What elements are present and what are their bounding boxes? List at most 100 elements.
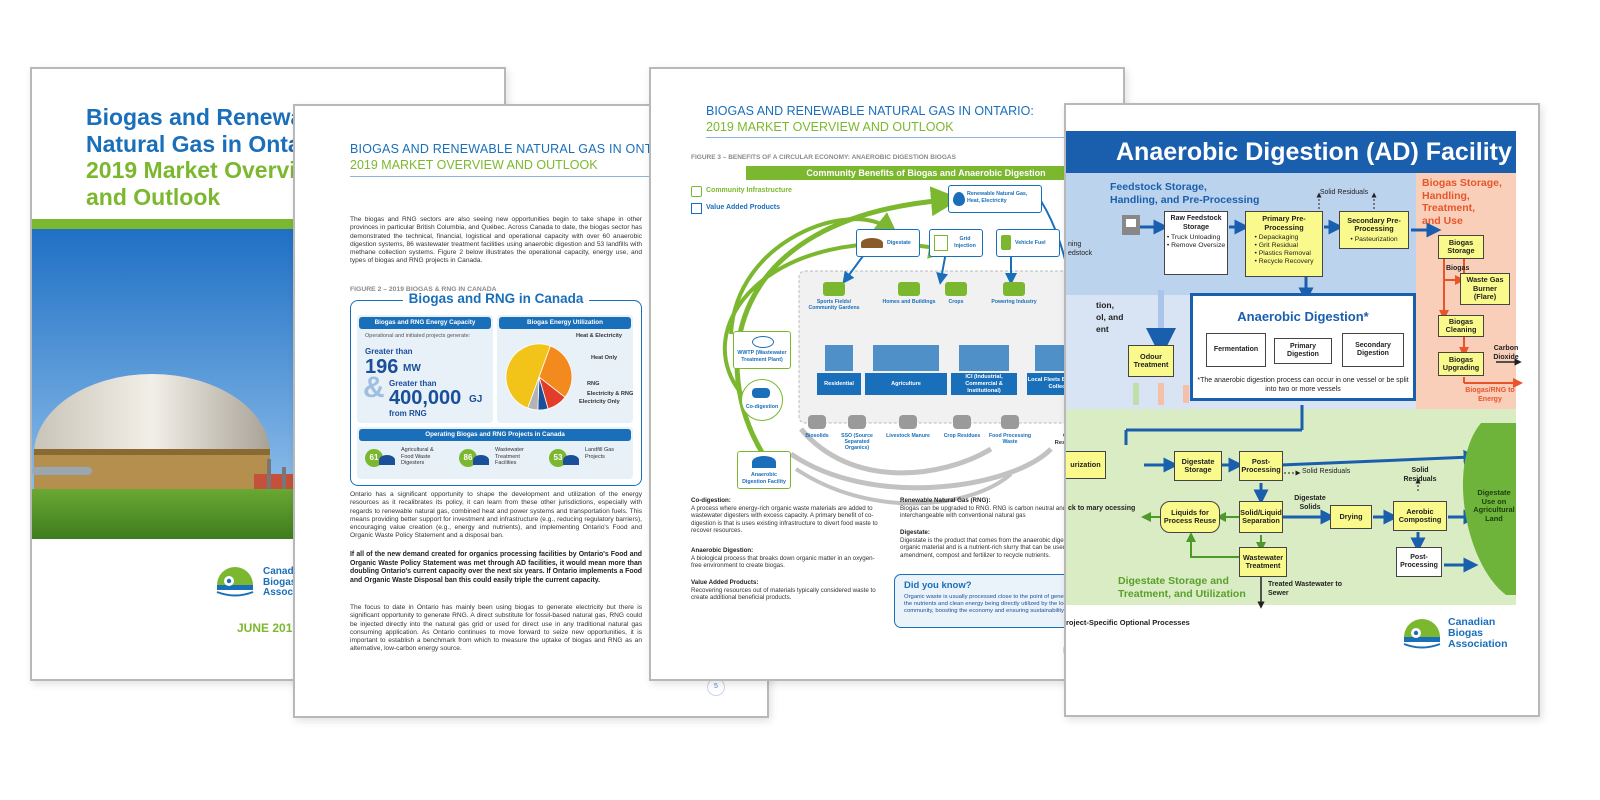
- def-codigestion: Co-digestion: A process where energy-ric…: [691, 497, 881, 535]
- def-rng: Renewable Natural Gas (RNG): Biogas can …: [900, 497, 1105, 520]
- sector-building-icon: [959, 345, 1009, 371]
- community-use-icon: [898, 282, 920, 296]
- def-digestate-text: Digestate is the product that comes from…: [900, 536, 1091, 559]
- resource-icon: [953, 415, 971, 429]
- process-step-item: • Pasteurization: [1350, 235, 1398, 243]
- did-you-know-title: Did you know?: [904, 580, 972, 591]
- def-vap-text: Recovering resources out of materials ty…: [691, 586, 876, 602]
- liquids-reuse-box: Liquids for Process Reuse: [1160, 501, 1220, 533]
- post-processing-box-2: Post-Processing: [1396, 547, 1442, 577]
- process-step-item: • Depackaging: [1254, 234, 1299, 241]
- primary-preprocessing-box: Primary Pre-Processing • Depackaging• Gr…: [1245, 211, 1323, 277]
- community-use-icon: [823, 282, 845, 296]
- def-ad-title: Anaerobic Digestion:: [691, 547, 754, 554]
- cover-date: JUNE 2019: [237, 621, 300, 635]
- project-label: Landfill Gas Projects: [585, 447, 615, 460]
- utilization-pie: [505, 343, 573, 411]
- resource-icon: [1001, 415, 1019, 429]
- project-count-badge: 61: [365, 449, 383, 467]
- logo-text-canadian: Canadian: [263, 566, 309, 577]
- from-rng: from RNG: [389, 409, 427, 418]
- ad-page-title: Anaerobic Digestion (AD) Facility: [1066, 131, 1516, 173]
- figure-2-title: Biogas and RNG in Canada: [351, 291, 641, 306]
- page-header-line1: BIOGAS AND RENEWABLE NATURAL GAS IN ONTA…: [706, 104, 1034, 118]
- legend-infra-label: Community Infrastructure: [706, 187, 792, 194]
- ad-footnote: *The anaerobic digestion process can occ…: [1197, 377, 1409, 393]
- project-icon: [473, 455, 489, 465]
- logo-text-biogas: Biogas: [1448, 627, 1484, 639]
- rng-heat-electricity-card: Renewable Natural Gas, Heat, Electricity: [948, 185, 1042, 213]
- carbon-dioxide-label: Carbon Dioxide: [1493, 345, 1519, 361]
- zone-biogas-label: Biogas Storage, Handling, Treatment, and…: [1422, 177, 1502, 227]
- odour-treatment-box: Odour Treatment: [1128, 345, 1174, 377]
- zone-digestate-label: Digestate Storage and Treatment, and Uti…: [1118, 575, 1246, 600]
- ad-facility-diagram-page: Anaerobic Digestion (AD) Facility Feedst…: [1064, 103, 1540, 717]
- solid-liquid-separation-box: Solid/Liquid Separation: [1239, 501, 1283, 533]
- cba-logo: Canadian Biogas Association: [215, 563, 335, 603]
- digester-icon: [752, 388, 770, 398]
- logo-text-association: Association: [1448, 638, 1508, 650]
- left-cut-label-3: tion,: [1096, 300, 1114, 310]
- page-header-line2: 2019 MARKET OVERVIEW AND OUTLOOK: [706, 120, 954, 134]
- biogas-storage-box: Biogas Storage: [1438, 235, 1484, 259]
- treated-wastewater-label: Treated Wastewater to Sewer: [1268, 581, 1343, 597]
- page-header-line2: 2019 MARKET OVERVIEW AND OUTLOOK: [350, 158, 598, 172]
- pipeline-icon: [934, 235, 948, 251]
- process-step-item: • Recycle Recovery: [1254, 258, 1314, 265]
- digestate-storage-box: Digestate Storage: [1174, 451, 1222, 481]
- zone-feedstock-label: Feedstock Storage, Handling, and Pre-Pro…: [1110, 181, 1260, 206]
- header-divider: [706, 137, 1081, 138]
- mw-unit: MW: [403, 363, 421, 374]
- cover-subtitle-line2: and Outlook: [86, 184, 221, 210]
- secondary-digestion-box: Secondary Digestion: [1342, 333, 1404, 367]
- wwtp-card: WWTP (Wastewater Treatment Plant): [733, 331, 791, 369]
- figure-2-biogas-rng-canada: Biogas and RNG in Canada Biogas and RNG …: [350, 291, 642, 486]
- raw-feedstock-box: Raw Feedstock Storage • Truck Unloading•…: [1164, 211, 1228, 275]
- sector-label: ICI (Industrial, Commercial & Institutio…: [951, 373, 1017, 395]
- pie-slice: [505, 343, 551, 409]
- pasteurization-box-cut: urization: [1066, 451, 1106, 479]
- resource-label: Food Processing Waste: [988, 433, 1032, 445]
- def-ad: Anaerobic Digestion: A biological proces…: [691, 547, 881, 570]
- sector-label: Residential: [817, 373, 861, 395]
- solid-residuals-top: Solid Residuals: [1319, 189, 1369, 196]
- community-use-icon: [945, 282, 967, 296]
- def-ad-text: A biological process that breaks down or…: [691, 554, 875, 570]
- figure-3-banner: Community Benefits of Biogas and Anaerob…: [746, 166, 1106, 180]
- cba-logo: Canadian Biogas Association: [1402, 617, 1522, 653]
- grid-card-label: Grid Injection: [954, 236, 976, 249]
- biogas-rng-energy-label: Biogas/RNG to Energy: [1465, 387, 1515, 403]
- codigestion-card: Co-digestion: [741, 379, 783, 421]
- pie-slice: [538, 345, 573, 398]
- aerobic-composting-box: Aerobic Composting: [1393, 501, 1447, 531]
- project-label: Agricultural & Food Waste Digesters: [401, 447, 434, 467]
- def-digestate-title: Digestate:: [900, 529, 930, 536]
- figure-3-label: FIGURE 3 – BENEFITS OF A CIRCULAR ECONOM…: [691, 154, 956, 161]
- project-label: Wastewater Treatment Facilities: [495, 447, 524, 467]
- pie-label: Heat Only: [591, 355, 618, 361]
- pie-label: Electricity & RNG: [587, 391, 634, 397]
- project-count-badge: 53: [549, 449, 567, 467]
- left-cut-label-1: ning: [1068, 241, 1082, 248]
- process-step-item: • Plastics Removal: [1254, 250, 1311, 257]
- utilization-header: Biogas Energy Utilization: [499, 317, 631, 329]
- def-value-added: Value Added Products: Recovering resourc…: [691, 579, 881, 602]
- vehicle-card-label: Vehicle Fuel: [1015, 240, 1046, 246]
- did-you-know-text: Organic waste is usually processed close…: [904, 594, 1091, 615]
- biogas-label: Biogas: [1446, 265, 1470, 272]
- treatment-tank-icon: [752, 336, 774, 348]
- resource-icon: [899, 415, 917, 429]
- digestate-card-label: Digestate: [887, 240, 911, 246]
- codigestion-card-label: Co-digestion: [745, 404, 779, 410]
- page-header-line1: BIOGAS AND RENEWABLE NATURAL GAS IN ONTA…: [350, 142, 687, 156]
- report-page-8: BIOGAS AND RENEWABLE NATURAL GAS IN ONTA…: [649, 67, 1125, 681]
- figure-2-label: FIGURE 2 – 2019 BIOGAS & RNG IN CANADA: [350, 286, 497, 293]
- pie-label: Heat & Electricity: [576, 333, 623, 339]
- logo-text-canadian: Canadian: [1448, 616, 1496, 628]
- project-icon: [563, 455, 579, 465]
- rng-card-label: Renewable Natural Gas, Heat, Electricity: [967, 191, 1028, 204]
- cba-logo-icon: [216, 567, 254, 597]
- digestate-use-label: Digestate Use on Agricultural Land: [1473, 488, 1515, 523]
- paragraph-focus: The focus to date in Ontario has mainly …: [350, 604, 642, 653]
- sector-building-icon: [873, 345, 939, 371]
